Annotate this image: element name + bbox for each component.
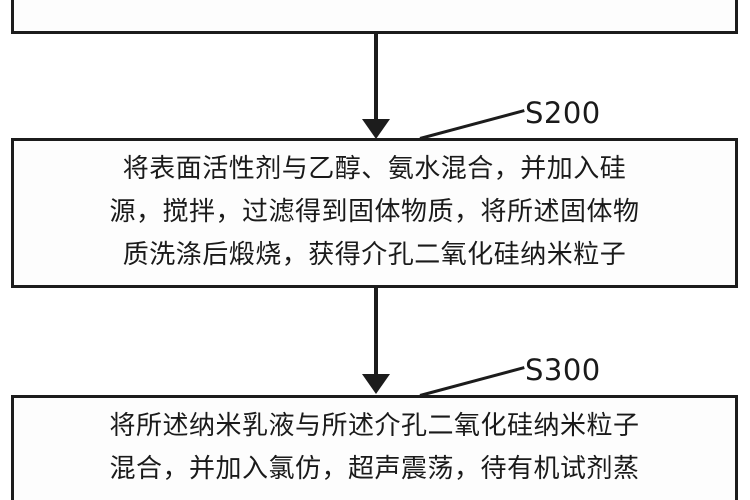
step-label-s300: S300 — [525, 353, 601, 387]
leader-line-s200 — [419, 109, 525, 140]
process-box-s300: 将所述纳米乳液与所述介孔二氧化硅纳米粒子 混合，并加入氯仿，超声震荡，待有机试剂… — [11, 395, 738, 500]
connector-line-top-to-s200 — [374, 33, 378, 125]
leader-line-s300 — [419, 366, 525, 397]
step-label-s200: S200 — [525, 96, 601, 130]
arrowhead-top-to-s200 — [362, 119, 390, 139]
process-box-s200-line-2: 源，搅拌，过滤得到固体物质，将所述固体物 — [109, 197, 640, 227]
process-box-s300-line-2: 混合，并加入氯仿，超声震荡，待有机试剂蒸 — [109, 454, 640, 484]
process-box-s200-line-3: 质洗涤后煅烧，获得介孔二氧化硅纳米粒子 — [122, 240, 627, 270]
arrowhead-s200-to-s300 — [362, 374, 390, 394]
process-box-s300-line-1: 将所述纳米乳液与所述介孔二氧化硅纳米粒子 — [109, 411, 640, 441]
process-box-s200-line-1: 将表面活性剂与乙醇、氨水混合，并加入硅 — [122, 154, 627, 184]
connector-line-s200-to-s300 — [374, 288, 378, 380]
process-box-top — [11, 0, 738, 34]
process-box-s200: 将表面活性剂与乙醇、氨水混合，并加入硅 源，搅拌，过滤得到固体物质，将所述固体物… — [11, 138, 738, 288]
